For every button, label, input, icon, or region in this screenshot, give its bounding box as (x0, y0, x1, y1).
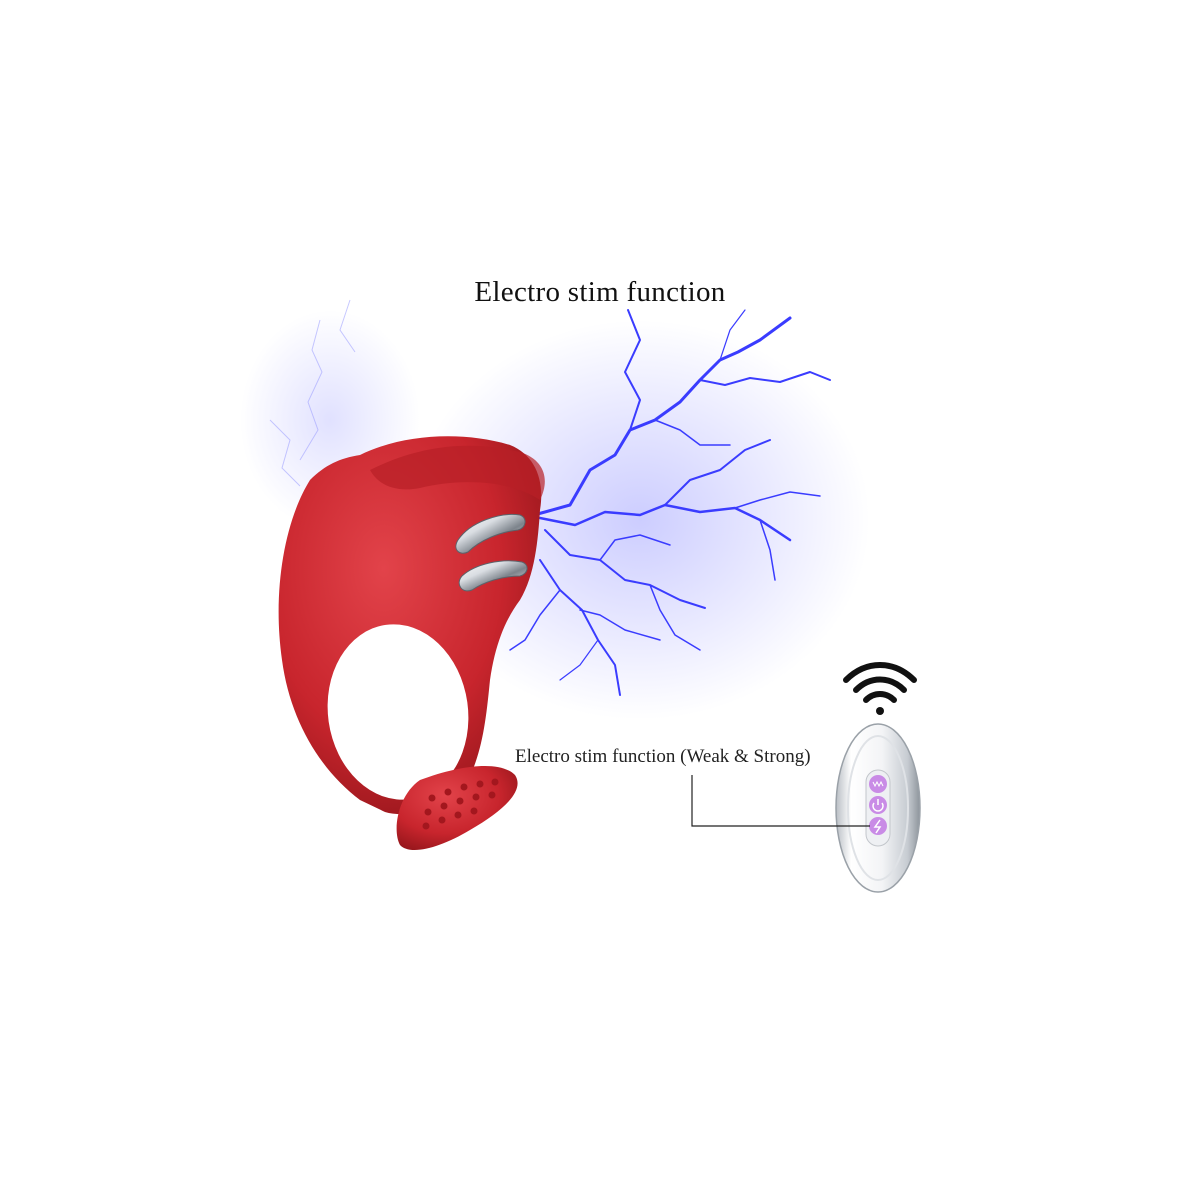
stimulation-nubs (422, 778, 499, 830)
callout-label: Electro stim function (Weak & Strong) (515, 746, 811, 767)
wifi-signal-icon (843, 662, 917, 715)
callout-line (691, 775, 870, 827)
faint-lightning (269, 299, 356, 487)
remote-buttons (869, 775, 887, 835)
electro-stim-icon (869, 817, 887, 835)
red-device (278, 436, 545, 851)
electrode-bottom (458, 560, 528, 592)
wireless-remote-icon (835, 723, 921, 893)
page-title: Electro stim function (474, 276, 726, 308)
electrode-top (455, 513, 526, 554)
energy-glow (410, 320, 870, 720)
lightning-bolts (509, 309, 831, 696)
